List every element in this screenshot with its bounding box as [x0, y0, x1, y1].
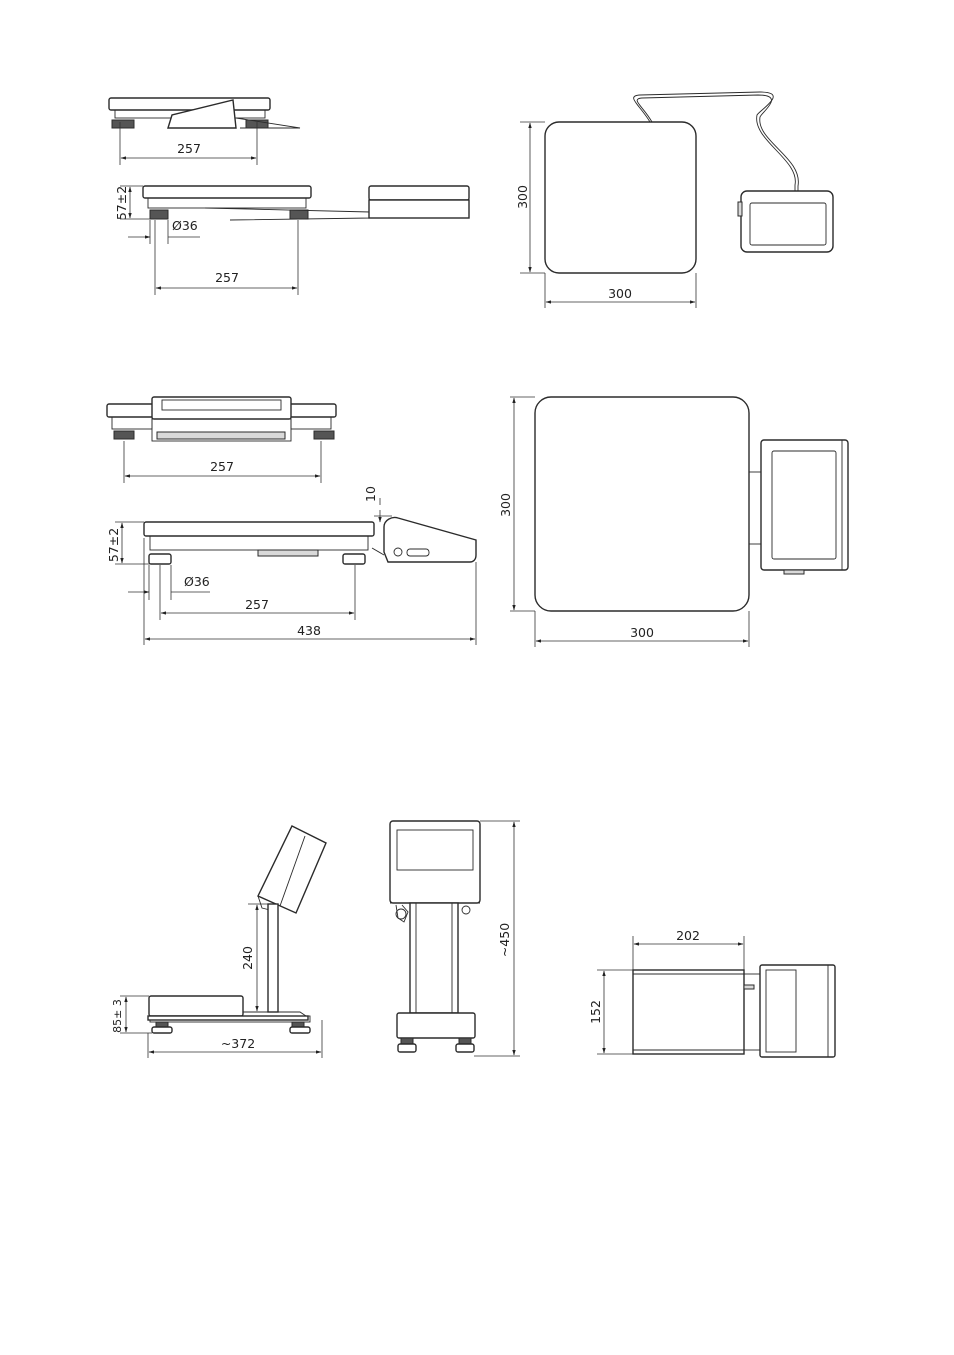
v1-dim-platform-width: 300 [608, 286, 632, 301]
view3-front-elevation [389, 820, 520, 1057]
view1-side-elevation [120, 185, 470, 295]
v3-dim-top-depth: 152 [588, 1000, 603, 1024]
v1-dim-platform-height: 300 [515, 185, 530, 209]
view1-plan [520, 91, 834, 308]
v2-dim-height: 57±2 [106, 528, 121, 562]
v2-dim-foot-diameter: Ø36 [184, 574, 210, 589]
view3-plan [597, 936, 836, 1058]
v3-dim-base-height: 85± 3 [111, 999, 124, 1033]
view1-front-elevation [108, 97, 301, 165]
v2-dim-total-length: 438 [297, 623, 321, 638]
v1-dim-foot-spacing-side: 257 [215, 270, 239, 285]
v3-dim-top-width: 202 [676, 928, 700, 943]
v1-dim-foot-diameter: Ø36 [172, 218, 198, 233]
v3-dim-total-length: ~372 [221, 1036, 255, 1051]
view2-side-elevation [115, 498, 477, 645]
v3-dim-total-height: ~450 [497, 923, 512, 957]
v2-dim-foot-spacing-top: 257 [210, 459, 234, 474]
v1-dim-foot-spacing-top: 257 [177, 141, 201, 156]
v2-dim-display-offset: 10 [363, 486, 378, 502]
v1-dim-height: 57±2 [114, 186, 129, 220]
view2-front-elevation [106, 396, 337, 483]
v2-dim-foot-spacing-side: 257 [245, 597, 269, 612]
v2-dim-platform-width: 300 [630, 625, 654, 640]
v2-dim-platform-height: 300 [498, 493, 513, 517]
v3-dim-column-height: 240 [240, 946, 255, 970]
view2-plan [510, 396, 849, 647]
view3-side-elevation [120, 825, 327, 1058]
